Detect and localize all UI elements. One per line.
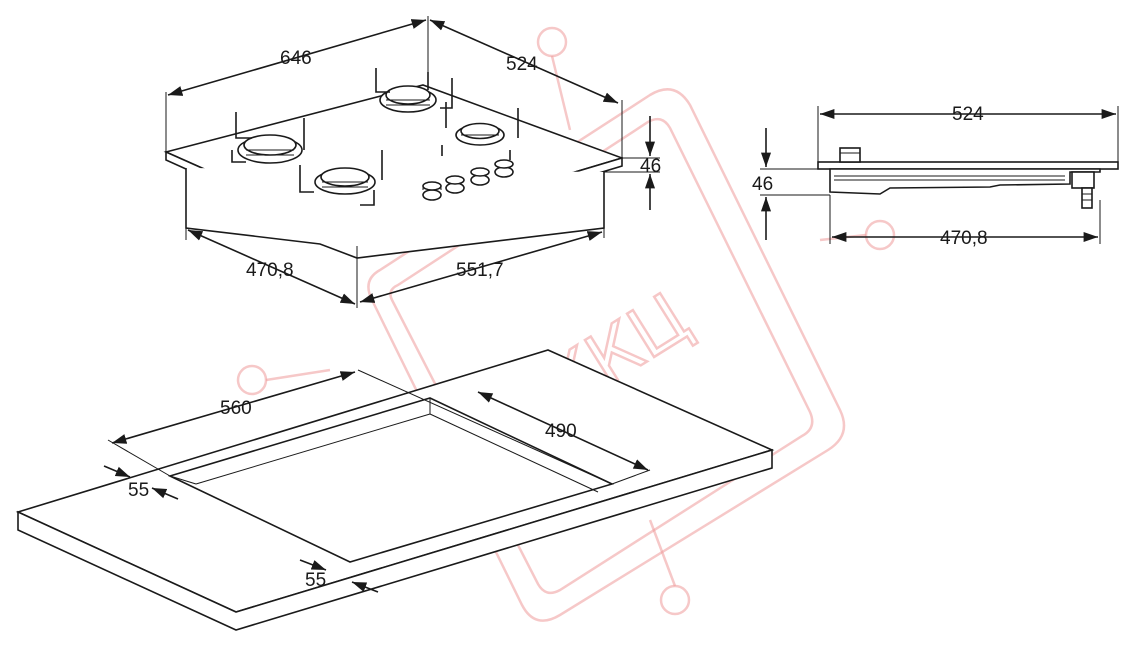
burner-left bbox=[231, 112, 305, 164]
hob-side-view: 524 46 470,8 bbox=[752, 104, 1119, 249]
burner-right bbox=[441, 102, 519, 160]
gas-connector bbox=[1071, 171, 1095, 209]
knob-3 bbox=[470, 167, 490, 186]
control-knobs bbox=[422, 159, 514, 201]
worktop-cutout-view: 560 490 55 55 bbox=[15, 349, 775, 631]
dim-side-depth: 524 bbox=[952, 104, 984, 125]
dim-side-height: 46 bbox=[752, 174, 773, 195]
dim-cutout-offset-side: 55 bbox=[128, 480, 149, 501]
knob-2 bbox=[445, 175, 465, 194]
dim-hob-depth: 524 bbox=[506, 54, 538, 75]
dim-cutout-offset-front: 55 bbox=[305, 570, 326, 591]
dim-hob-body-depth: 470,8 bbox=[246, 260, 294, 281]
burner-front bbox=[299, 150, 383, 206]
knob-4 bbox=[494, 159, 514, 178]
dim-side-body-depth: 470,8 bbox=[940, 228, 988, 249]
dim-hob-body-width: 551,7 bbox=[456, 260, 504, 281]
knob-1 bbox=[422, 181, 442, 201]
dim-hob-height: 46 bbox=[640, 156, 661, 177]
dim-hob-width: 646 bbox=[280, 48, 312, 69]
dim-cutout-depth: 490 bbox=[545, 421, 577, 442]
hob-perspective-view: 646 524 46 470,8 551,7 bbox=[163, 16, 661, 308]
dim-cutout-width: 560 bbox=[220, 398, 252, 419]
